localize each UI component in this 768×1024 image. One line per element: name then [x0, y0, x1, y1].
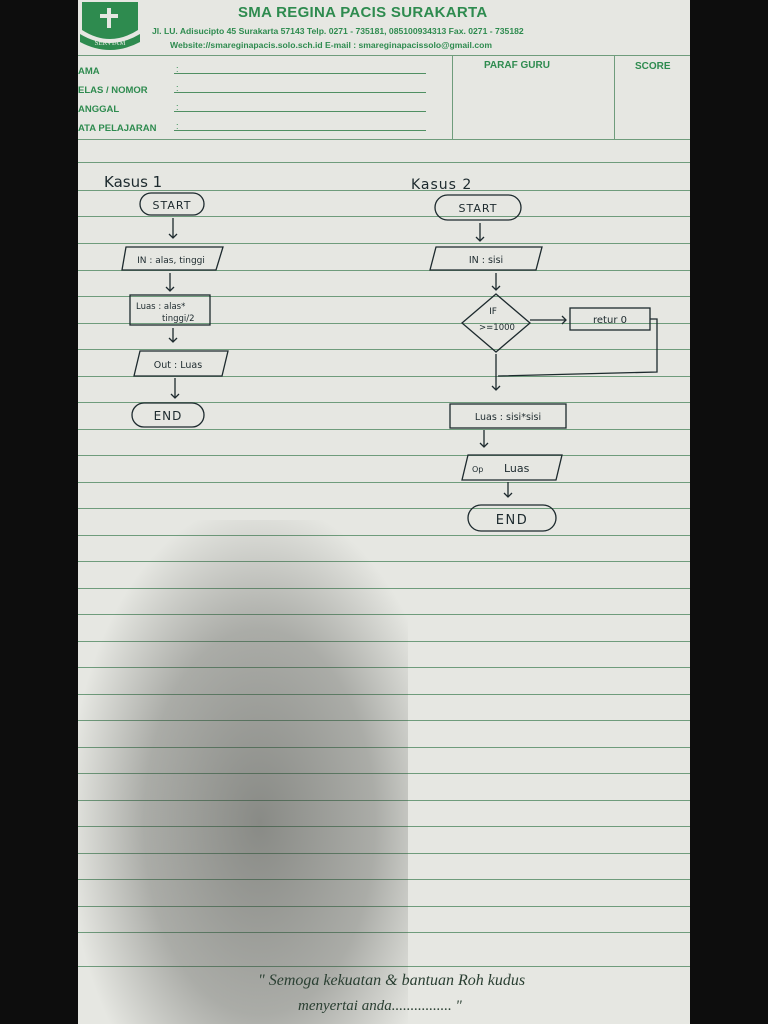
field-label-nama: AMA: [78, 66, 100, 77]
field-label-tanggal: ANGGAL: [78, 104, 120, 115]
ruled-line: [78, 349, 690, 350]
kasus2-title: Kasus 2: [411, 177, 472, 193]
paraf-guru-label: PARAF GURU: [484, 60, 550, 71]
score-label: SCORE: [635, 61, 671, 72]
ruled-line: [78, 270, 690, 271]
k2-decision-line2: >=1000: [479, 323, 515, 333]
school-website: Website://smareginapacis.solo.sch.id E-m…: [170, 40, 492, 50]
header-rule-top: [78, 55, 690, 56]
k2-end-terminal: [467, 504, 557, 532]
school-logo: SERVIAM: [80, 2, 140, 50]
ruled-line: [78, 296, 690, 297]
k1-end-label: END: [154, 409, 183, 423]
k2-loop-line: [497, 318, 658, 377]
worksheet-paper: SERVIAM SMA REGINA PACIS SURAKARTA Jl. L…: [78, 0, 690, 1024]
ruled-line: [78, 482, 690, 483]
field-line-mata-pelajaran[interactable]: [174, 130, 426, 131]
ruled-line: [78, 429, 690, 430]
k1-start-terminal: [139, 192, 205, 216]
k1-process-line1: Luas : alas*: [136, 302, 185, 312]
k2-process-box: [449, 403, 567, 429]
k1-start-label: START: [153, 199, 192, 212]
field-line-kelas[interactable]: [174, 92, 426, 93]
footer-motto-line1: " Semoga kekuatan & bantuan Roh kudus: [258, 972, 526, 989]
paraf-divider: [452, 56, 453, 140]
k2-start-label: START: [459, 202, 498, 215]
footer-motto-line2: menyertai anda................ ": [298, 998, 462, 1014]
k1-input-label: IN : alas, tinggi: [137, 256, 205, 266]
ruled-line: [78, 216, 690, 217]
ruled-line: [78, 508, 690, 509]
ruled-line: [78, 243, 690, 244]
k2-output-label: Luas: [504, 462, 530, 475]
k2-output-prefix: Op: [472, 465, 483, 474]
k2-end-label: END: [496, 513, 528, 528]
k1-output-parallelogram: [133, 350, 229, 377]
k2-output-parallelogram: [461, 454, 563, 481]
field-colon: :: [176, 64, 179, 74]
logo-text: SERVIAM: [95, 39, 127, 47]
k1-process-line2: tinggi/2: [162, 314, 195, 324]
ruled-line: [78, 376, 690, 377]
ruled-line: [78, 402, 690, 403]
school-name: SMA REGINA PACIS SURAKARTA: [238, 4, 488, 21]
field-label-kelas: ELAS / NOMOR: [78, 85, 148, 96]
field-line-nama[interactable]: [174, 73, 426, 74]
k2-input-parallelogram: [429, 246, 543, 271]
field-label-mata-pelajaran: ATA PELAJARAN: [78, 123, 157, 134]
field-line-tanggal[interactable]: [174, 111, 426, 112]
k1-end-terminal: [131, 402, 205, 428]
score-divider: [614, 56, 615, 140]
flowchart-canvas: Kasus 1 START IN : alas, tinggi Luas : a…: [104, 173, 658, 532]
ruled-line: [78, 190, 690, 191]
k1-process-box: [129, 294, 211, 326]
header-rule-bottom: [78, 139, 690, 140]
k2-start-terminal: [434, 194, 522, 221]
k1-output-label: Out : Luas: [154, 360, 202, 371]
k2-input-label: IN : sisi: [469, 255, 503, 266]
k2-retur-label: retur 0: [593, 315, 627, 326]
ruled-line: [78, 455, 690, 456]
ruled-line: [78, 323, 690, 324]
k2-process-label: Luas : sisi*sisi: [475, 412, 541, 423]
school-address: Jl. LU. Adisucipto 45 Surakarta 57143 Te…: [152, 26, 524, 36]
ruled-line: [78, 162, 690, 163]
field-colon: :: [176, 121, 179, 131]
field-colon: :: [176, 102, 179, 112]
k2-decision-line1: IF: [489, 307, 497, 317]
k2-decision-diamond: [460, 293, 532, 353]
field-colon: :: [176, 83, 179, 93]
k1-input-parallelogram: [121, 246, 224, 271]
kasus1-title: Kasus 1: [104, 173, 162, 191]
